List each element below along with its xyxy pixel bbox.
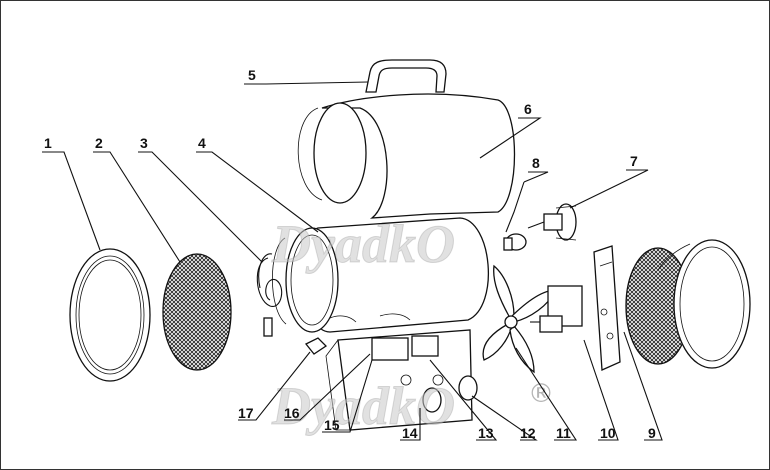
callout-label: 8	[532, 155, 540, 171]
heater-body	[272, 217, 489, 333]
fan-motor	[530, 285, 583, 333]
control-board	[371, 335, 439, 361]
rear-ring	[657, 239, 751, 369]
callout-label: 13	[478, 425, 494, 441]
sensor-probe	[503, 181, 527, 251]
watermark-text: DyadkO	[271, 376, 455, 436]
callout-label: 11	[556, 425, 571, 441]
callout-label: 16	[284, 405, 300, 421]
outer-shell	[297, 93, 516, 219]
callout-label: 1	[44, 135, 52, 151]
leader-lines	[42, 81, 663, 441]
callout-label: 15	[324, 417, 340, 433]
knob	[422, 375, 478, 413]
callout-label: 4	[198, 135, 206, 151]
handle	[365, 59, 447, 93]
motor-bracket	[593, 245, 621, 371]
heating-element	[256, 253, 283, 337]
callout-label: 7	[630, 153, 638, 169]
callout-label: 2	[95, 135, 103, 151]
thermostat	[527, 203, 577, 241]
fan-blade	[482, 264, 558, 374]
callout-label: 5	[248, 67, 256, 83]
registered-mark: ®	[528, 379, 554, 409]
callout-label: 3	[140, 135, 148, 151]
small-switch	[304, 337, 328, 355]
callout-label: 9	[648, 425, 656, 441]
watermark-text: DyadkO	[271, 214, 455, 274]
callout-label: 14	[402, 425, 418, 441]
front-grille	[162, 253, 232, 371]
callout-label: 12	[520, 425, 536, 441]
callout-label: 17	[238, 405, 254, 421]
front-ring	[69, 248, 151, 382]
callout-label: 6	[524, 101, 532, 117]
callout-label: 10	[600, 425, 616, 441]
